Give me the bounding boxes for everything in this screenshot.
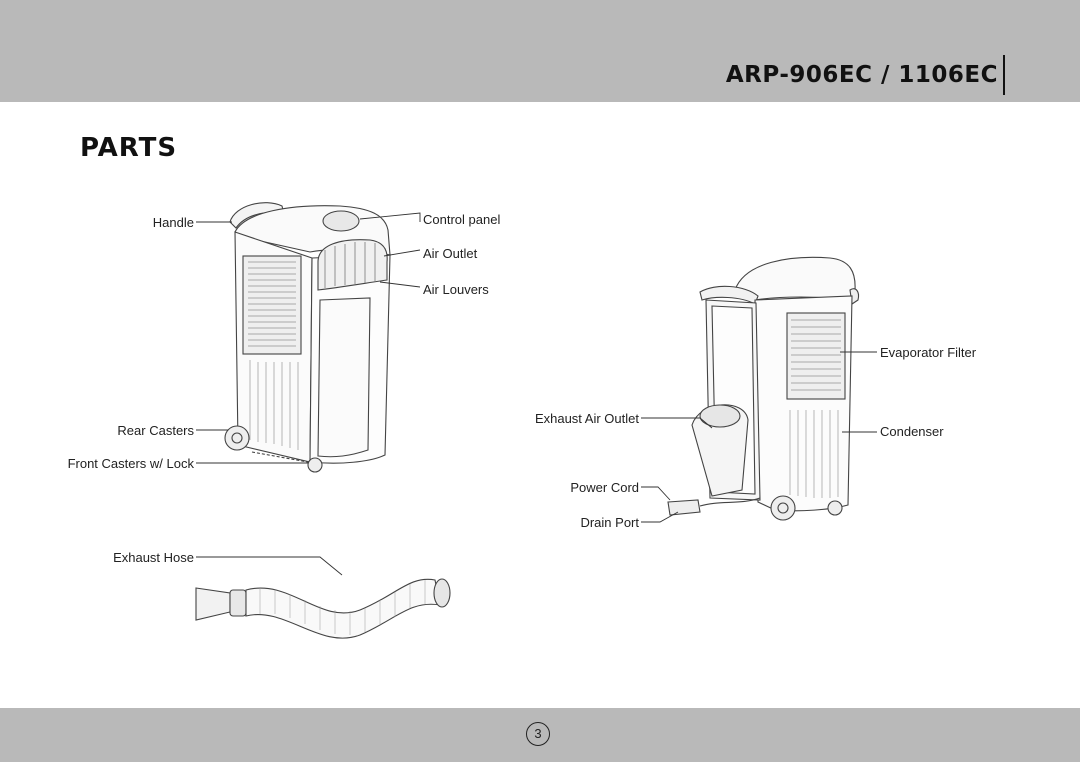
label-handle: Handle: [152, 215, 194, 230]
rear-leader-lines: [641, 351, 877, 523]
label-front-casters: Front Casters w/ Lock: [67, 456, 194, 471]
page-number: 3: [526, 722, 550, 746]
front-leader-lines: [196, 212, 421, 464]
label-drain-port: Drain Port: [580, 515, 639, 530]
label-air-outlet: Air Outlet: [423, 246, 478, 261]
label-condenser: Condenser: [880, 424, 944, 439]
exhaust-hose-illustration: [195, 578, 451, 639]
title-divider: [1003, 55, 1005, 95]
rear-unit-illustration: [667, 256, 860, 521]
label-exhaust-air-outlet: Exhaust Air Outlet: [534, 411, 639, 426]
front-unit-illustration: [224, 202, 391, 473]
label-rear-casters: Rear Casters: [117, 423, 194, 438]
label-power-cord: Power Cord: [570, 480, 639, 495]
hose-leader-line: [196, 556, 343, 576]
label-control-panel: Control panel: [423, 212, 501, 227]
header-band: [0, 0, 1080, 102]
label-air-louvers: Air Louvers: [423, 282, 489, 297]
section-title: PARTS: [80, 133, 178, 163]
label-exhaust-hose: Exhaust Hose: [113, 550, 194, 565]
model-title: ARP-906EC / 1106EC: [725, 62, 998, 88]
label-evaporator-filter: Evaporator Filter: [880, 345, 977, 360]
